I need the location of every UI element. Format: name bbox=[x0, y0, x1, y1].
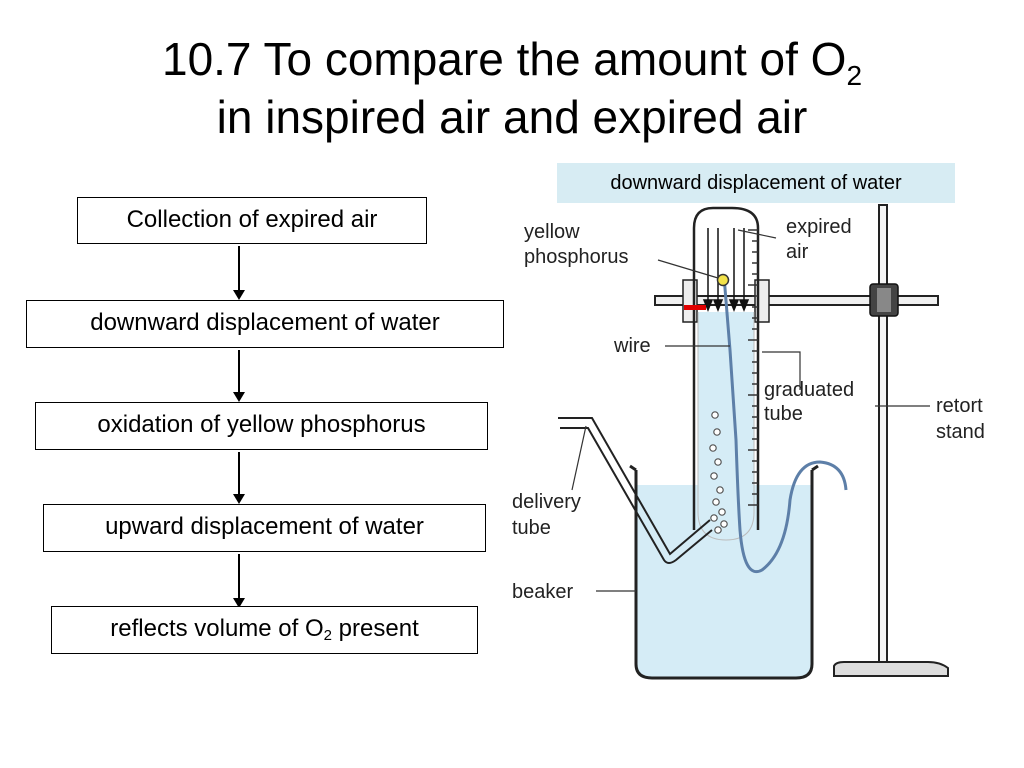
flow-step-text: Collection of expired air bbox=[126, 206, 378, 233]
callout-downward-displacement: downward displacement of water bbox=[557, 163, 955, 203]
label-yellow-phosphorus-line1: yellow bbox=[524, 221, 580, 243]
leader-lines bbox=[571, 229, 930, 592]
bubble bbox=[716, 486, 724, 494]
graduated-tube bbox=[692, 206, 760, 541]
label-expired-air-line2: air bbox=[786, 241, 809, 263]
tube-graduations bbox=[748, 229, 758, 506]
flow-arrow bbox=[233, 452, 245, 504]
label-graduated-tube-line2: tube bbox=[764, 403, 803, 425]
water-level-marker bbox=[684, 305, 706, 310]
label-retort-stand-line1: retort bbox=[936, 395, 983, 417]
flow-step-upward-displacement: upward displacement of water bbox=[43, 504, 486, 552]
flow-step-oxidation: oxidation of yellow phosphorus bbox=[35, 402, 488, 450]
bubble bbox=[710, 514, 718, 522]
flow-step-text: reflects volume of O bbox=[110, 615, 324, 642]
flow-arrow bbox=[233, 554, 245, 608]
bubble bbox=[711, 411, 719, 419]
label-delivery-tube-line1: delivery bbox=[512, 491, 581, 513]
bubble bbox=[713, 428, 721, 436]
flow-step-text: oxidation of yellow phosphorus bbox=[97, 411, 426, 438]
title-line-2: in inspired air and expired air bbox=[216, 91, 808, 143]
bubble bbox=[710, 472, 718, 480]
flow-step-text: present bbox=[332, 615, 419, 642]
label-delivery-tube-line2: tube bbox=[512, 517, 551, 539]
label-retort-stand-line2: stand bbox=[936, 421, 985, 443]
wire bbox=[722, 275, 848, 574]
bubble bbox=[718, 508, 726, 516]
label-yellow-phosphorus-line2: phosphorus bbox=[524, 246, 629, 268]
label-graduated-tube-line1: graduated bbox=[764, 379, 854, 401]
flow-arrow bbox=[233, 246, 245, 300]
apparatus-diagram: yellow phosphorus expired air wire gradu… bbox=[512, 204, 985, 680]
delivery-tube bbox=[558, 417, 713, 564]
label-wire: wire bbox=[613, 335, 651, 357]
flow-step-result: reflects volume of O2 present bbox=[51, 606, 478, 654]
bubble bbox=[709, 444, 717, 452]
flow-step-subscript: 2 bbox=[323, 627, 333, 644]
retort-stand bbox=[654, 204, 949, 677]
flow-arrow bbox=[233, 350, 245, 402]
flow-step-text: upward displacement of water bbox=[105, 513, 424, 540]
label-beaker: beaker bbox=[512, 581, 573, 603]
flow-step-text: downward displacement of water bbox=[90, 309, 440, 336]
bubbles bbox=[709, 411, 728, 534]
bubble bbox=[720, 520, 728, 528]
callout-text: downward displacement of water bbox=[610, 172, 902, 194]
slide-title: 10.7 To compare the amount of O2 in insp… bbox=[0, 30, 1024, 146]
bubble bbox=[714, 458, 722, 466]
flow-step-collection: Collection of expired air bbox=[77, 197, 427, 244]
flow-step-downward-displacement: downward displacement of water bbox=[26, 300, 504, 348]
yellow-phosphorus-icon bbox=[716, 273, 730, 287]
tube-water bbox=[698, 312, 754, 540]
label-expired-air-line1: expired bbox=[786, 216, 852, 238]
title-line-1: 10.7 To compare the amount of O2 bbox=[161, 33, 863, 91]
bubble bbox=[714, 526, 722, 534]
bubble bbox=[712, 498, 720, 506]
